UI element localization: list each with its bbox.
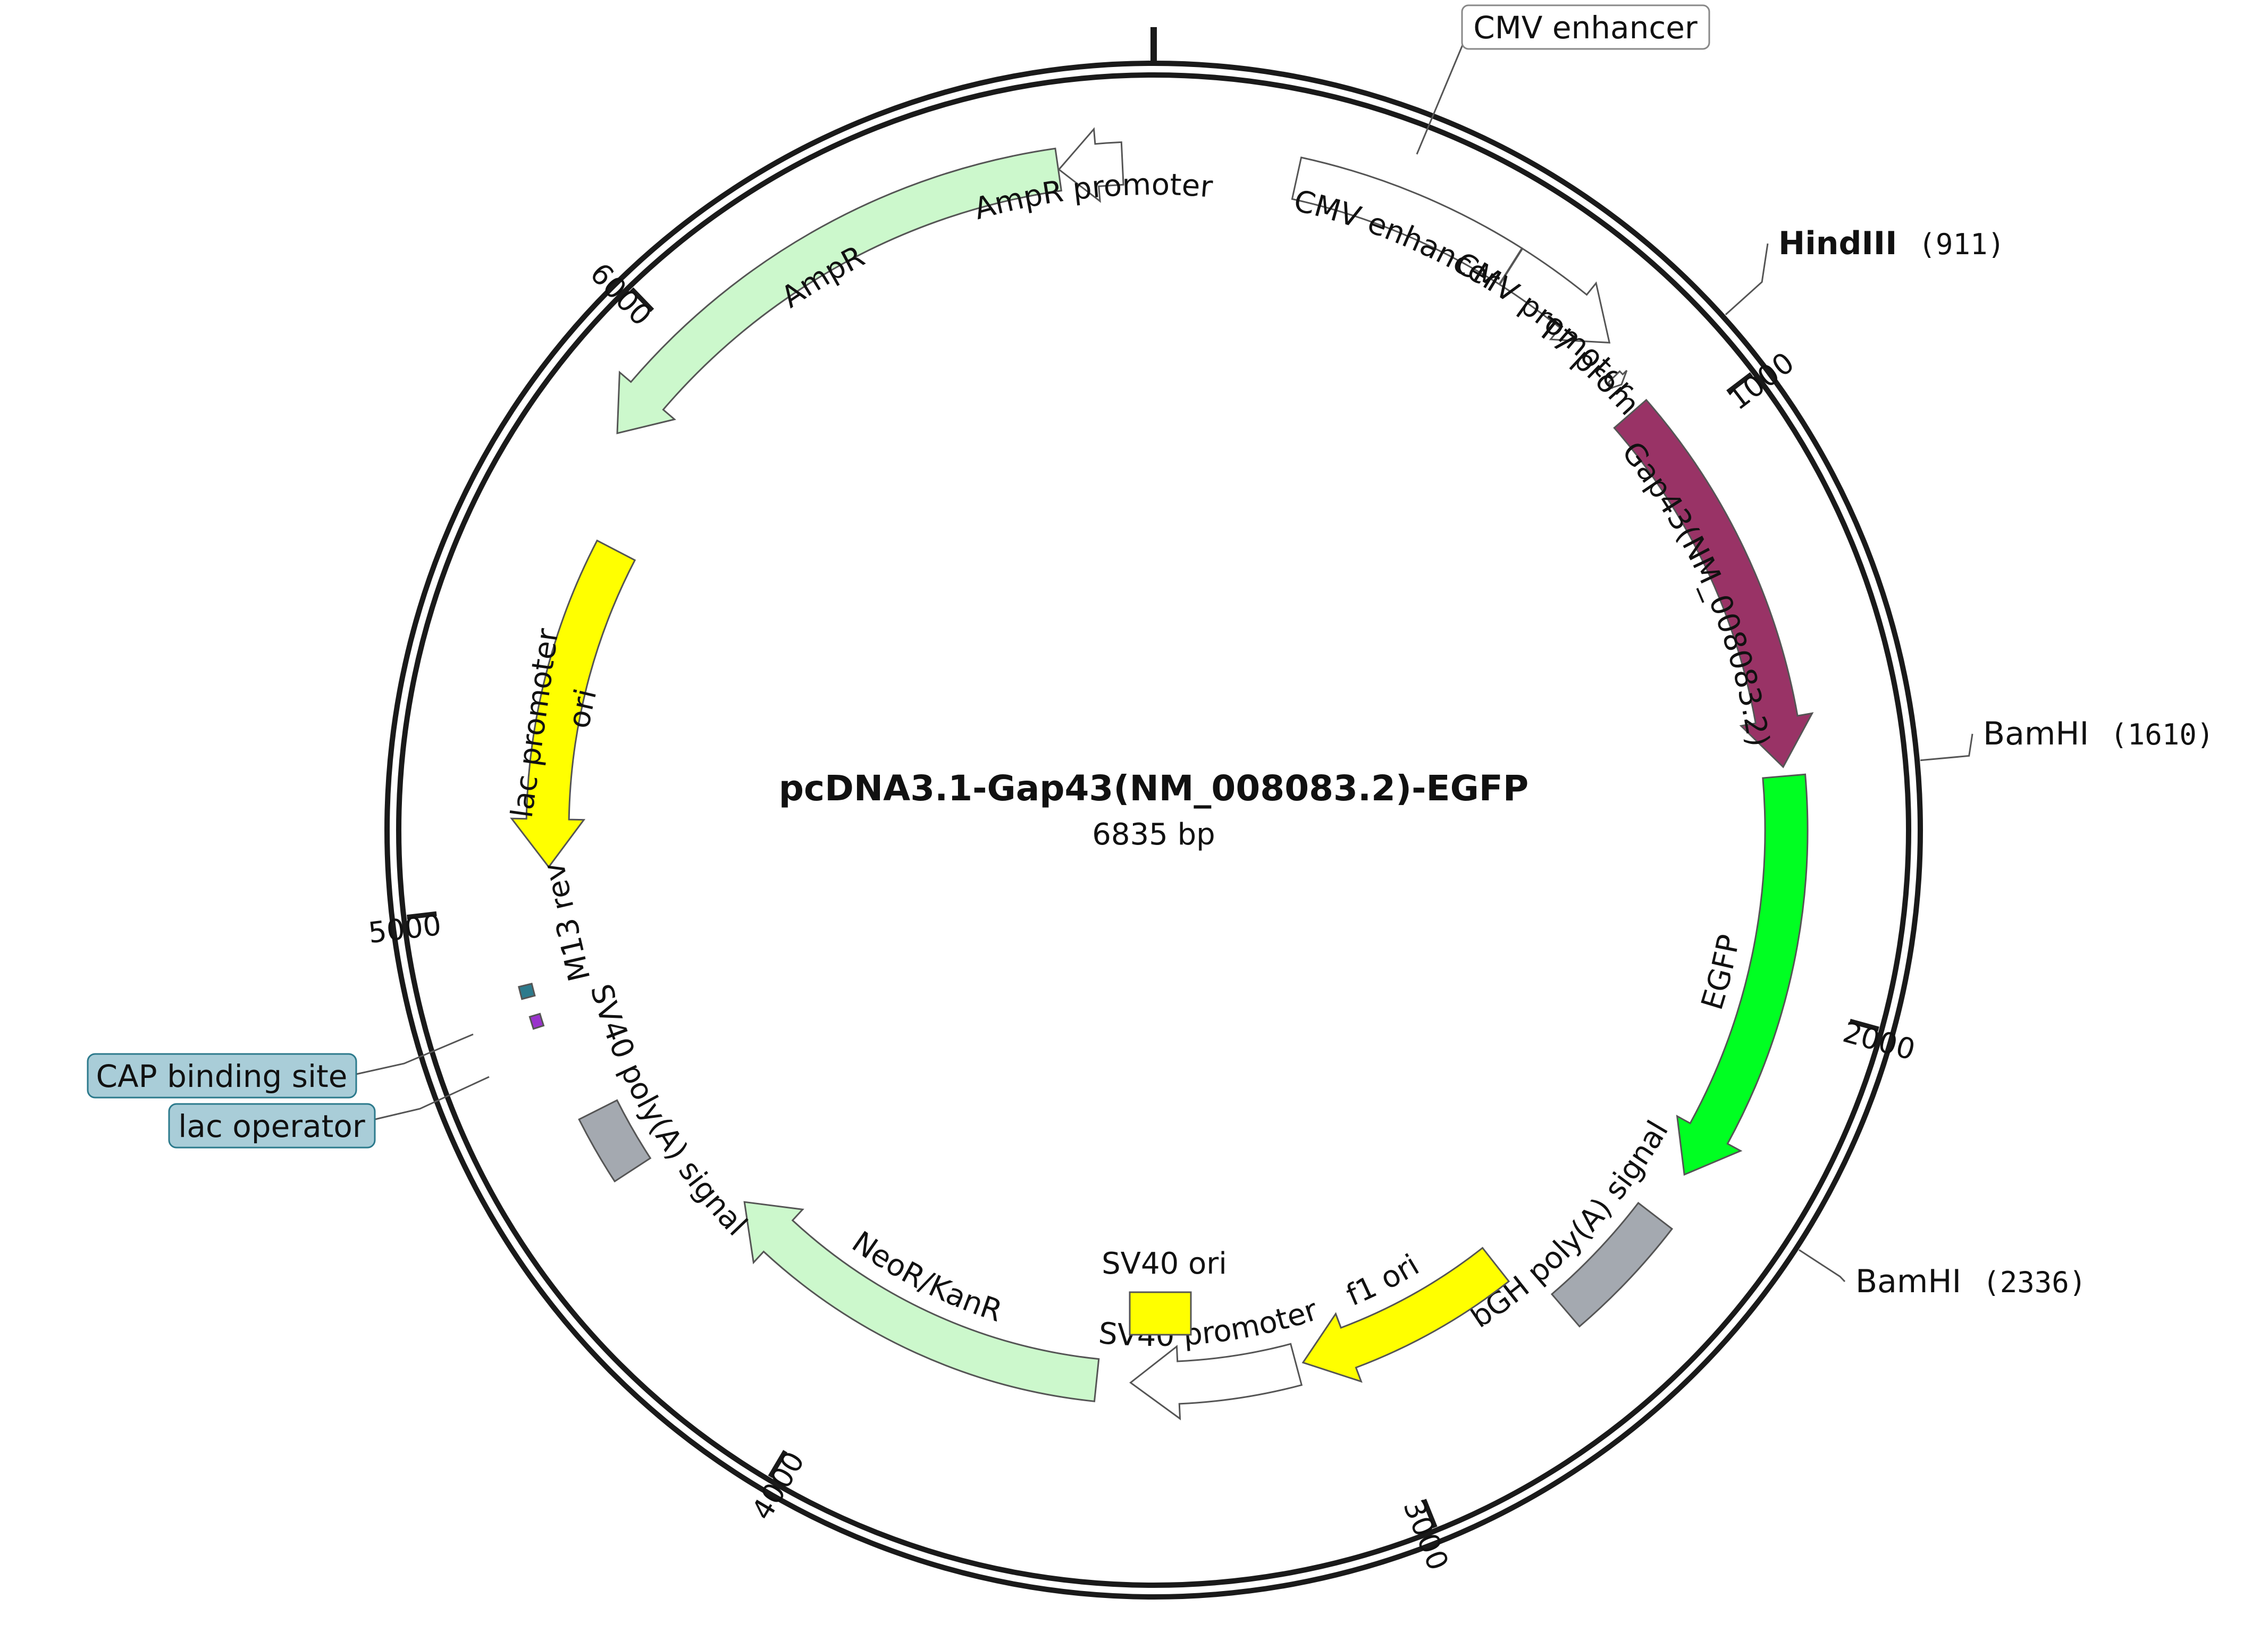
lac-operator-box: [168, 1103, 376, 1149]
ampr-arrow: [616, 147, 1063, 434]
plasmid-title: pcDNA3.1-Gap43(NM_008083.2)-EGFP: [779, 768, 1528, 809]
site-name: BamHI: [1855, 1263, 1961, 1300]
bgh-polya-arrow: [1550, 1202, 1674, 1328]
m13-rev-label: M13 rev: [536, 859, 597, 985]
cmv-enhancer-leader: [1416, 39, 1466, 155]
site-position: (1610): [2110, 718, 2214, 751]
cap-binding-site-box: [87, 1053, 357, 1099]
cap-site-feat-arrow: [518, 982, 536, 1000]
egfp-arrow: [1676, 773, 1809, 1176]
lac-operator-leader: [374, 1076, 490, 1120]
tick-mark: [406, 911, 437, 920]
tick-label: 3000: [1397, 1495, 1455, 1575]
site-name: BamHI: [1983, 715, 2089, 752]
sv40-polya-arrow: [578, 1099, 652, 1183]
lac-operator-label: lac operator: [178, 1108, 365, 1144]
tick-label: 2000: [1839, 1015, 1919, 1067]
tick-mark: [1726, 372, 1753, 395]
cmv-enhancer-callout: CMV enhancer: [1473, 10, 1698, 46]
lac-operator-feat-arrow: [528, 1012, 545, 1030]
site-label: BamHI (1610): [1983, 715, 2214, 752]
site-position: (911): [1918, 228, 2005, 261]
plasmid-size: 6835 bp: [1092, 817, 1215, 852]
tick-label: 5000: [366, 908, 443, 950]
gap43-arrow: [1613, 398, 1814, 768]
cap-leader: [356, 1033, 474, 1075]
cmv-enhancer-callout-box: [1461, 4, 1710, 50]
neor-kanr-arrow: [743, 1201, 1100, 1402]
site-leader-line: [1799, 1249, 1846, 1283]
tick-mark: [629, 287, 654, 312]
ori-arrow: [510, 539, 636, 868]
site-position: (2336): [1983, 1266, 2086, 1299]
cap-binding-site-label: CAP binding site: [96, 1058, 348, 1094]
t7-promoter-arrow: [1607, 370, 1628, 390]
cmv-promoter-arrow: [1498, 247, 1611, 344]
f1-ori-arrow: [1301, 1246, 1510, 1383]
egfp-label: EGFP: [1695, 932, 1747, 1014]
site-label: HindIII (911): [1778, 225, 2005, 262]
restriction-sites: HindIII (911) BamHI (1610) BamHI (2336): [1725, 225, 2214, 1300]
tick-mark: [1849, 1018, 1879, 1032]
sv40-ori-box: [1129, 1291, 1192, 1336]
ori-label-text: ori: [561, 685, 603, 731]
backbone-ring: [384, 27, 1923, 1600]
backbone-inner-line: [396, 72, 1911, 1588]
ampr-promoter-arrow: [1057, 127, 1124, 203]
site-leader-line: [1725, 243, 1769, 315]
sv40-ori-label: SV40 ori: [1102, 1246, 1227, 1281]
sv40-promoter-arrow: [1129, 1343, 1303, 1420]
ori-label: ori: [561, 685, 603, 731]
tick-mark: [768, 1450, 787, 1478]
site-label: BamHI (2336): [1855, 1263, 2086, 1300]
egfp-label-text: EGFP: [1695, 932, 1747, 1014]
site-name: HindIII: [1778, 225, 1897, 262]
tick-label: 1000: [1722, 346, 1800, 416]
site-leader-line: [1920, 733, 1973, 761]
tick-mark: [1422, 1499, 1438, 1528]
